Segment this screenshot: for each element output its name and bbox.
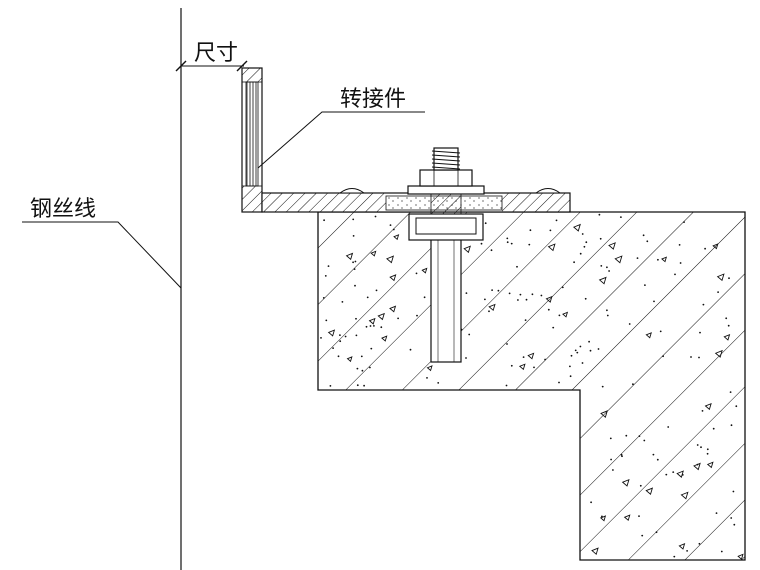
dimension-marker — [175, 60, 248, 72]
dimension-label: 尺寸 — [194, 41, 238, 66]
anchor-bolt — [408, 213, 484, 363]
concrete-slab — [317, 211, 746, 561]
leader-lines — [22, 111, 425, 289]
bolt-nut-assembly — [407, 147, 485, 215]
adapter-label: 转接件 — [340, 87, 406, 112]
adapter-bracket — [241, 67, 571, 213]
steel-wire-label: 钢丝线 — [30, 197, 96, 222]
